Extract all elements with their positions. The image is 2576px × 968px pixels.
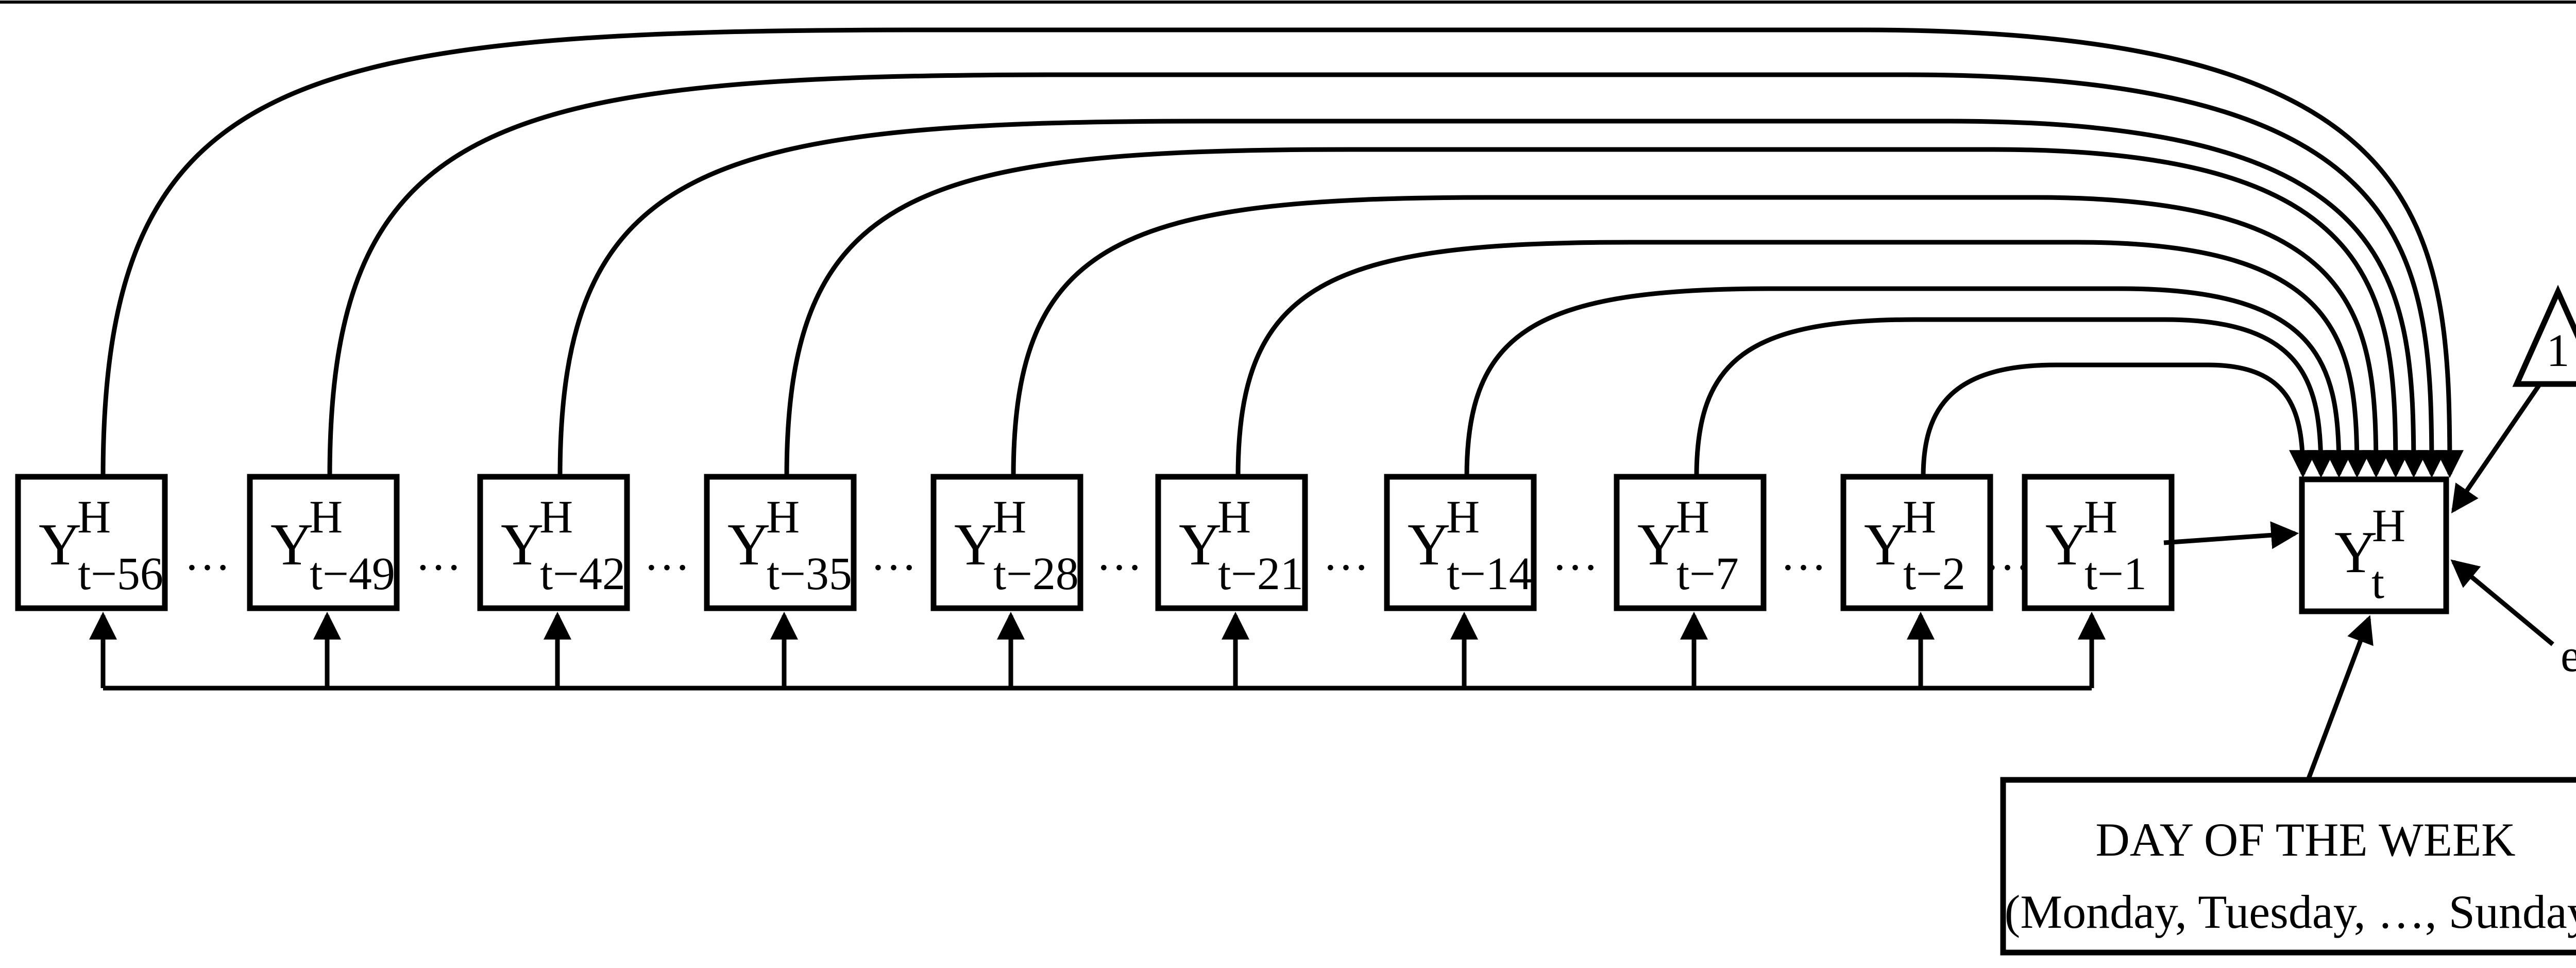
- ellipsis: …: [1552, 529, 1599, 580]
- lag-node-box: [1614, 474, 1767, 611]
- constant-label: 1: [2547, 325, 2570, 376]
- lag-node-box: [477, 474, 630, 611]
- lag1-to-target-arrow: [2163, 521, 2299, 549]
- ellipsis: …: [1096, 529, 1143, 580]
- lag-node-box: [1155, 474, 1308, 611]
- lag-arc: [100, 27, 2464, 478]
- feedback-bus: [89, 611, 2106, 691]
- lag-node-box: [2022, 474, 2175, 611]
- lag-arc: [1694, 317, 2335, 478]
- lag-node-box: [930, 474, 1083, 611]
- ellipsis: …: [184, 529, 231, 580]
- lag-node-box: [15, 474, 168, 611]
- ellipsis: …: [1985, 529, 2031, 580]
- lag-arcs: [100, 27, 2464, 478]
- lag-arc: [1921, 362, 2317, 478]
- lag-arc: [1464, 286, 2353, 478]
- ellipsis: …: [871, 529, 917, 580]
- lag-arc: [327, 72, 2446, 478]
- day-of-week-arrow: [2306, 615, 2374, 781]
- ellipsis: …: [1781, 529, 1827, 580]
- ellipsis: …: [415, 529, 462, 580]
- error-label: et: [2561, 630, 2576, 702]
- error-arrow: [2450, 559, 2554, 646]
- constant-arrow: [2451, 382, 2542, 513]
- constant-node: 1: [2512, 285, 2576, 387]
- lag-node-box: [247, 474, 400, 611]
- day-of-week-box: DAY OF THE WEEK (Monday, Tuesday, …, Sun…: [2000, 777, 2576, 956]
- lag-arc: [1235, 240, 2371, 478]
- ellipsis-group: … … … … … … … … …: [184, 529, 2031, 580]
- lag-node-box: [1840, 474, 1993, 611]
- lag-node-box: [1384, 474, 1537, 611]
- constant-triangle: [2512, 285, 2576, 387]
- lag-node-box: [704, 474, 857, 611]
- lag-arc: [557, 119, 2428, 478]
- lag-arc: [1011, 195, 2390, 478]
- day-of-week-title: DAY OF THE WEEK: [2095, 813, 2515, 866]
- lag-arc: [784, 147, 2410, 478]
- ellipsis: …: [644, 529, 690, 580]
- ellipsis: …: [1323, 529, 1369, 580]
- day-of-week-subtitle: (Monday, Tuesday, …, Sunday): [2005, 886, 2576, 938]
